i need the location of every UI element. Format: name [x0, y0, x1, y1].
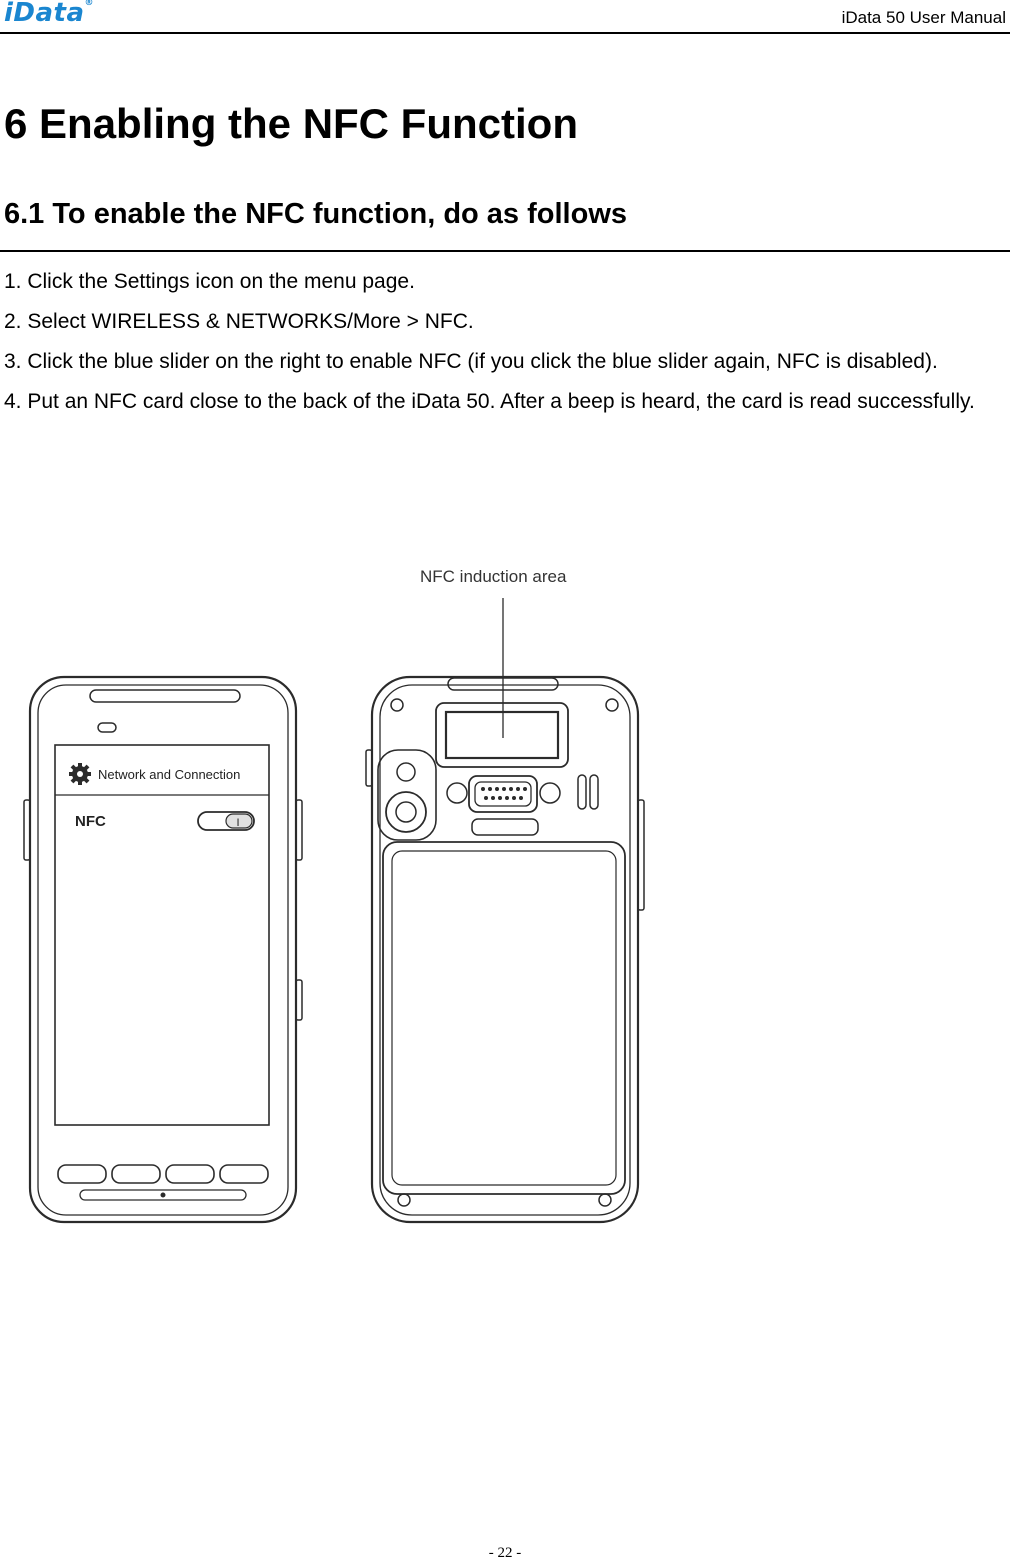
page-number: - 22 -: [488, 1545, 522, 1561]
step-2: 2. Select WIRELESS & NETWORKS/More > NFC…: [4, 310, 474, 333]
screen-header-label: Network and Connection: [98, 767, 240, 782]
manual-title: iData 50 User Manual: [841, 8, 1006, 27]
device-illustration: Network and Connection NFC I: [23, 567, 645, 1224]
step-3: 3. Click the blue slider on the right to…: [4, 350, 938, 373]
steps-list: 1. Click the Settings icon on the menu p…: [4, 268, 1006, 428]
page-header: iData® iData 50 User Manual: [0, 0, 1010, 34]
nfc-induction-area-label: NFC induction area: [420, 567, 567, 586]
section-divider: [0, 250, 1010, 252]
idata-logo: iData®: [4, 0, 95, 28]
settings-gear-icon: [69, 763, 91, 785]
screen-nfc-label: NFC: [75, 813, 106, 830]
device-front: [23, 675, 303, 1224]
section-title: 6.1 To enable the NFC function, do as fo…: [4, 198, 628, 230]
toggle-glyph: I: [237, 817, 240, 829]
nfc-toggle-switch[interactable]: I: [197, 811, 255, 831]
device-back: [365, 675, 645, 1224]
step-4: 4. Put an NFC card close to the back of …: [4, 390, 975, 413]
chapter-title: 6 Enabling the NFC Function: [4, 100, 578, 147]
step-1: 1. Click the Settings icon on the menu p…: [4, 270, 415, 293]
